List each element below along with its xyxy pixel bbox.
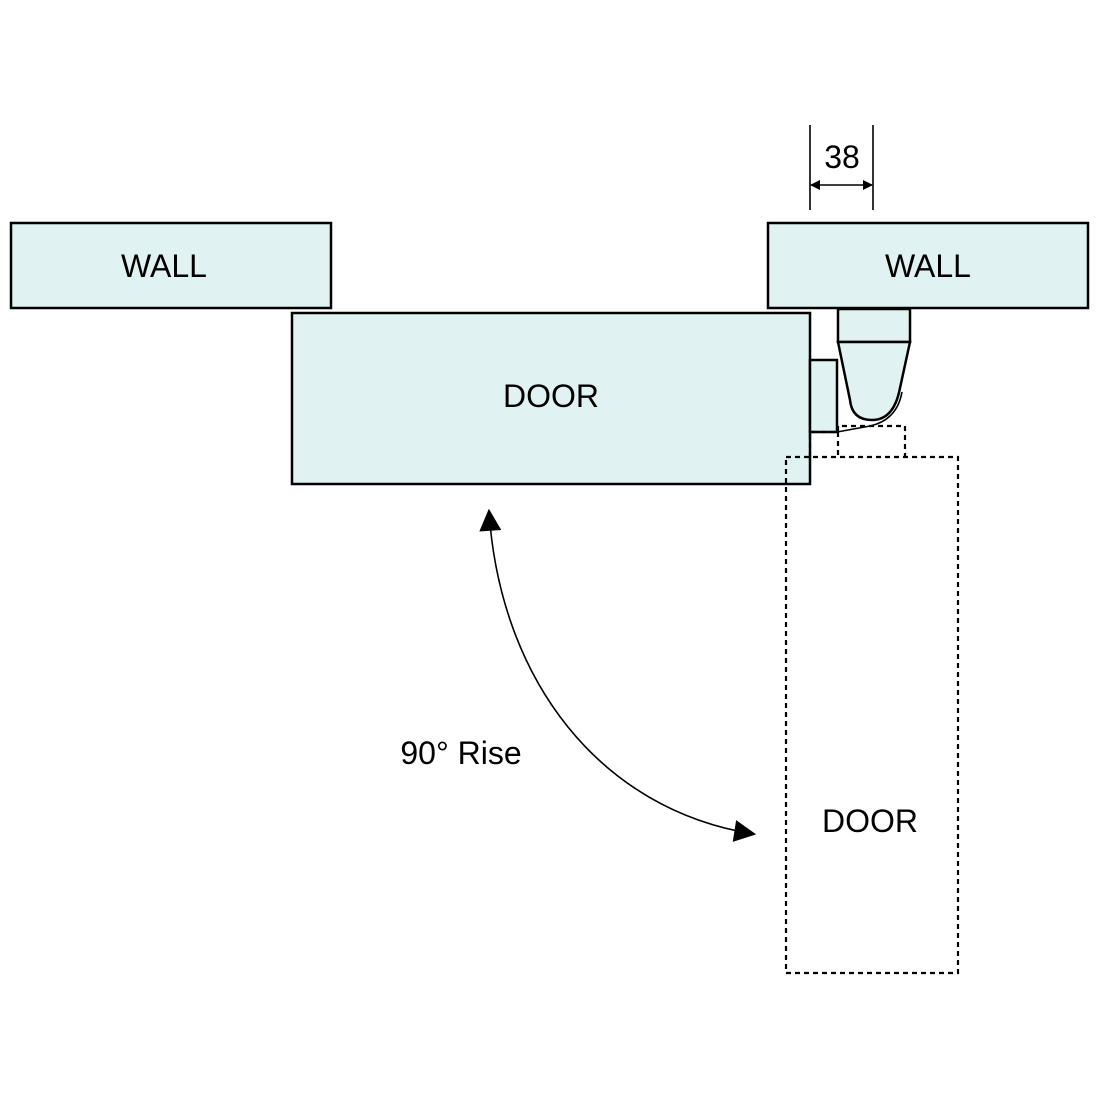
hinge-wall-plate — [836, 307, 912, 344]
left-wall-shape — [9, 221, 333, 310]
left-wall: WALL — [9, 221, 333, 310]
right-wall-shape — [766, 221, 1090, 310]
open-door-label: DOOR — [822, 803, 918, 839]
open-door-shape — [784, 455, 960, 975]
left-wall-label: WALL — [121, 248, 207, 284]
closed-door: DOOR — [290, 311, 812, 486]
dimension-38: 38 — [809, 125, 874, 210]
rise-arc-path — [479, 508, 757, 842]
open-door: DOOR — [784, 424, 960, 975]
hinge-door-plate — [808, 358, 839, 434]
rise-arc: 90° Rise — [400, 508, 757, 842]
hinge-knuckle — [836, 340, 912, 422]
hinge — [808, 307, 912, 434]
closed-door-label: DOOR — [503, 378, 599, 414]
dimension-label: 38 — [824, 139, 860, 175]
open-door-hinge-outline — [808, 424, 907, 457]
right-wall-label: WALL — [885, 248, 971, 284]
closed-door-shape — [290, 311, 812, 486]
right-wall: WALL — [766, 221, 1090, 310]
rise-label: 90° Rise — [400, 735, 521, 771]
